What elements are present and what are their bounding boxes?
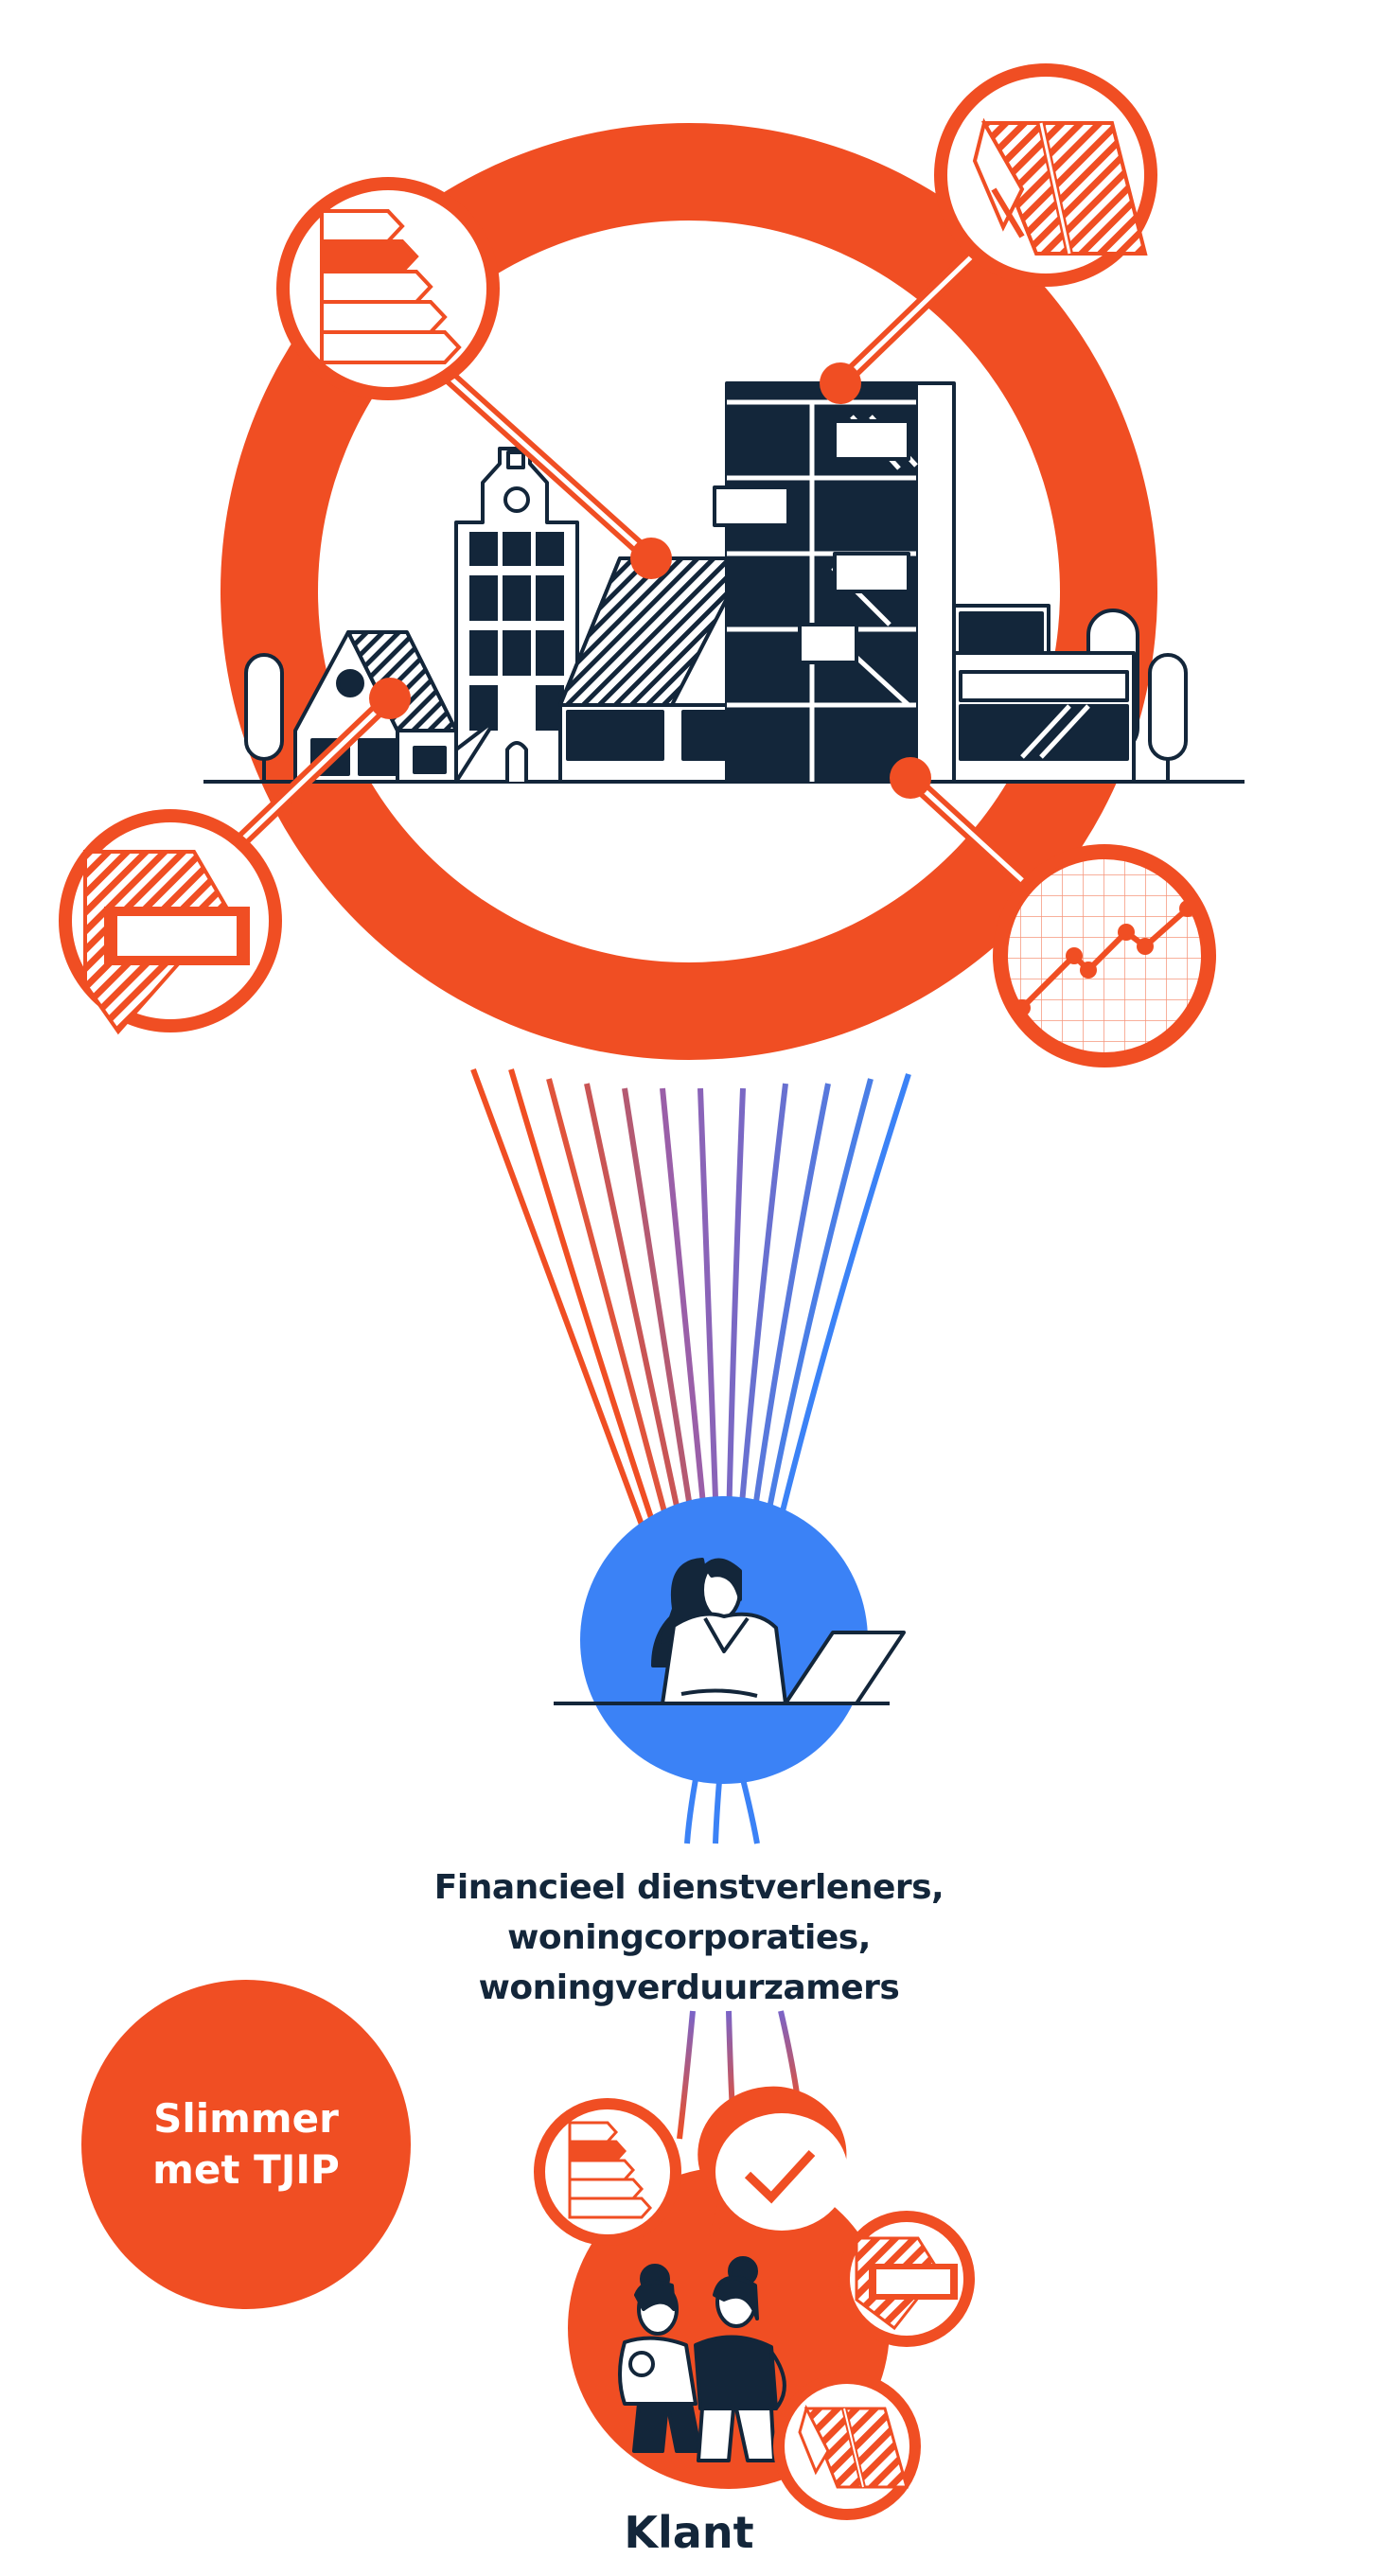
provider-label: Financieel dienstverleners, woningcorpor… [405,1862,973,2013]
solar-panel-icon [934,63,1157,287]
slimmer-badge: Slimmer met TJIP [81,1980,411,2309]
client-label: Klant [594,2506,784,2559]
checkmark-icon [697,2087,848,2237]
value-chart-icon [993,844,1216,1067]
badge-line: Slimmer [153,2093,339,2144]
provider-label-line: Financieel dienstverleners, [405,1862,973,1913]
badge-line: met TJIP [152,2144,340,2196]
connection-lines-fan [473,1069,909,1543]
insulation-icon [59,809,282,1032]
solar-panel-icon [773,2373,921,2520]
provider-stubs [687,1779,757,1844]
provider-label-line: woningverduurzamers [405,1963,973,2013]
energy-label-icon [534,2098,681,2246]
energy-label-icon [276,177,500,400]
provider-label-line: woningcorporaties, [405,1913,973,1963]
insulation-icon [839,2211,975,2347]
